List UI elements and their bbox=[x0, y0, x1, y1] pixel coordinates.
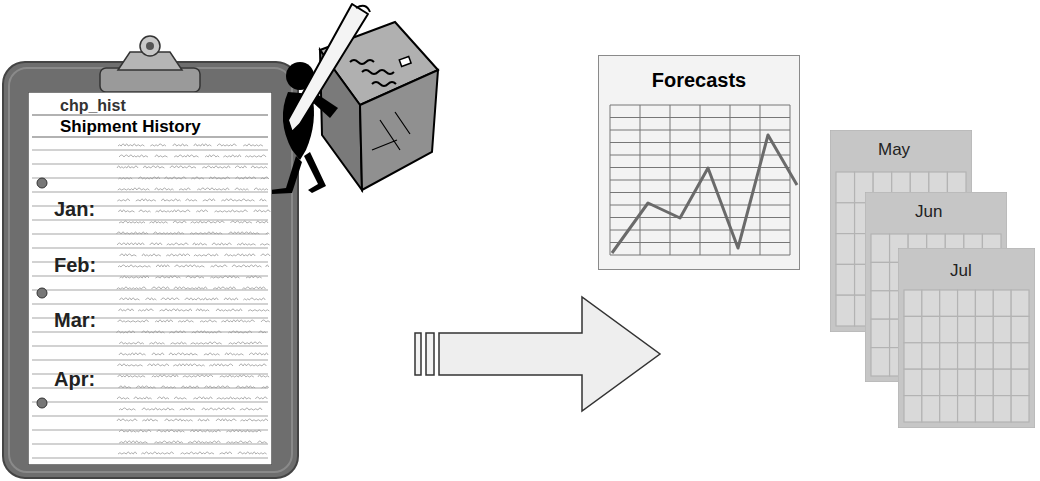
month-title: May bbox=[878, 140, 910, 160]
shipment-history-sheet: chp_histShipment HistoryJan: Feb: Mar: Apr: bbox=[28, 92, 272, 465]
heading-text: Shipment History bbox=[60, 117, 201, 137]
heading-text: chp_hist bbox=[60, 97, 126, 115]
heading-text: Forecasts bbox=[652, 69, 747, 92]
clipboard-board bbox=[3, 62, 298, 478]
month-label: Apr: bbox=[54, 368, 95, 391]
month-title: Jun bbox=[915, 202, 942, 222]
month-label: Mar: bbox=[54, 309, 96, 332]
clipboard-rim bbox=[9, 68, 292, 472]
month-label: Feb: bbox=[54, 254, 96, 277]
month-label: Jan: bbox=[54, 198, 95, 221]
person-with-box bbox=[270, 4, 438, 194]
flow-arrow bbox=[415, 297, 660, 411]
calendar-page: Jul bbox=[898, 248, 1035, 428]
clipboard-clip bbox=[100, 36, 200, 92]
forecast-chart: Forecasts bbox=[598, 55, 800, 270]
month-title: Jul bbox=[950, 261, 972, 281]
paper-shape bbox=[28, 92, 272, 465]
